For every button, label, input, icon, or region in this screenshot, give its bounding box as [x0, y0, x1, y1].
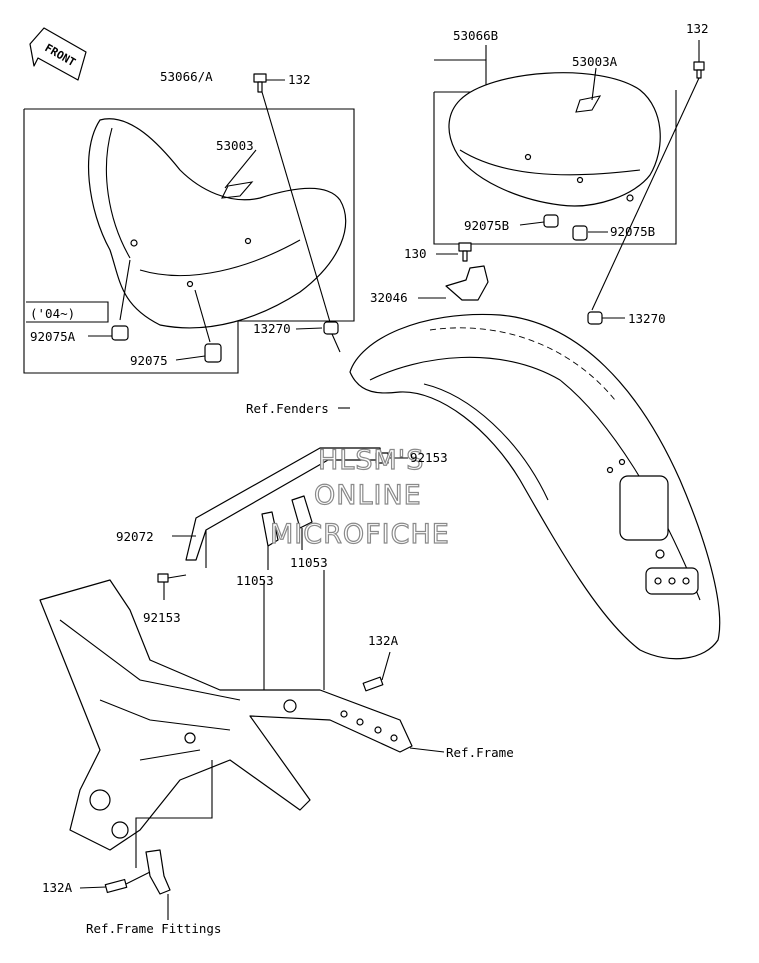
frame-shape: [39, 579, 413, 851]
rear-fender-shape: [349, 313, 721, 660]
label-92153-left: 92153: [143, 610, 181, 625]
label-92153-top: 92153: [410, 450, 448, 465]
label-132a-right: 132A: [368, 633, 399, 648]
bolt-130-icon: [458, 242, 472, 262]
bracket-11053-right-icon: [291, 495, 313, 529]
label-ref-fenders: Ref.Fenders: [246, 401, 329, 416]
label-32046: 32046: [370, 290, 408, 305]
label-132-left: 132: [288, 72, 311, 87]
part-labels: 53066/A 132 53003 ('04~) 92075A 92075 13…: [30, 21, 709, 936]
grommet-92075-icon: [204, 343, 222, 363]
bolt-92153-left-icon: [157, 573, 187, 583]
watermark-line-1: HLSM'S: [318, 445, 424, 476]
left-seat-group: [23, 108, 355, 374]
label-04: ('04~): [30, 306, 75, 321]
bolt-132-left-icon: [253, 73, 285, 93]
label-92075: 92075: [130, 353, 168, 368]
label-132a-bottom: 132A: [42, 880, 73, 895]
watermark: HLSM'S ONLINE MICROFICHE: [269, 444, 450, 550]
label-92075b-left: 92075B: [464, 218, 509, 233]
label-ref-frame: Ref.Frame: [446, 745, 514, 760]
grommet-92075b-left-icon: [543, 214, 559, 228]
watermark-line-2: ONLINE: [314, 480, 422, 511]
label-13270-right: 13270: [628, 311, 666, 326]
nut-13270-left-icon: [323, 321, 339, 335]
label-130: 130: [404, 246, 427, 261]
label-92075a: 92075A: [30, 329, 76, 344]
bracket-11053-left-icon: [261, 511, 279, 547]
grommet-92075a-icon: [111, 325, 129, 341]
label-53066a: 53066/A: [160, 69, 213, 84]
label-ref-frame-fittings: Ref.Frame Fittings: [86, 921, 221, 936]
label-53003a: 53003A: [572, 54, 618, 69]
right-seat-group: [433, 45, 677, 245]
label-92075b-right: 92075B: [610, 224, 655, 239]
label-132-right: 132: [686, 21, 709, 36]
frame-fitting-icon: [145, 849, 171, 895]
bolt-132a-right-icon: [362, 676, 384, 692]
label-53003: 53003: [216, 138, 254, 153]
seat-53003-shape: [87, 118, 347, 329]
label-11053-left: 11053: [236, 573, 274, 588]
bracket-32046-icon: [445, 265, 489, 301]
bolt-132-right-icon: [693, 40, 705, 79]
front-arrow-icon: FRONT: [29, 27, 87, 81]
label-53066b: 53066B: [453, 28, 498, 43]
grommet-92075b-right-icon: [572, 225, 588, 241]
grab-bar-92072-shape: [185, 447, 383, 568]
nut-13270-right-icon: [587, 311, 603, 325]
seat-53003a-shape: [448, 72, 661, 207]
bolt-132a-bottom-icon: [104, 878, 128, 894]
watermark-line-3: MICROFICHE: [270, 519, 450, 550]
label-11053-right: 11053: [290, 555, 328, 570]
label-92072: 92072: [116, 529, 154, 544]
label-13270-left: 13270: [253, 321, 291, 336]
